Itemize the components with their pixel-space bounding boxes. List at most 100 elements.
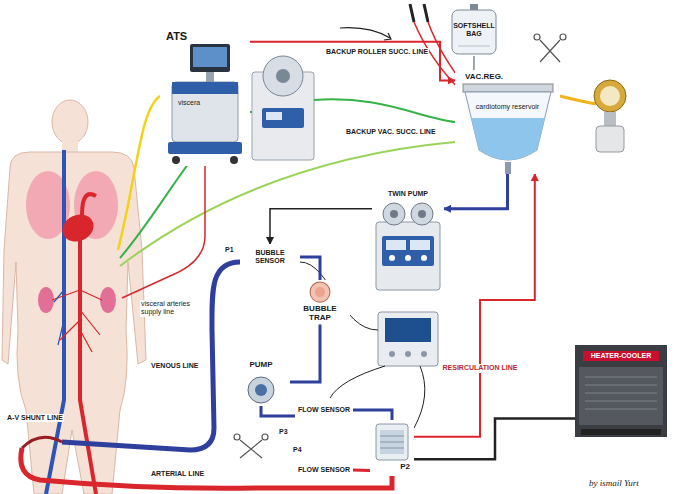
flow-arrow	[340, 28, 391, 40]
tube-connector	[353, 469, 370, 472]
node-text: HEATER-COOLER	[583, 351, 659, 361]
heater-cooler-outline	[585, 393, 657, 394]
tube-connector	[414, 419, 575, 460]
oxygenator: P2	[370, 420, 414, 476]
softshell-bag-outline	[458, 46, 490, 47]
forceps-symbol	[262, 434, 268, 440]
backup-roller-pump	[263, 56, 303, 96]
forceps-symbol	[240, 440, 262, 458]
twin-pump-outline	[405, 255, 411, 261]
controller-monitor	[378, 312, 438, 366]
patient-body	[52, 100, 88, 144]
softshell-bag-outline	[470, 4, 478, 10]
heater-cooler-outline	[585, 385, 657, 386]
twin-pump-outline	[411, 203, 433, 225]
twin-pump-outline	[418, 210, 426, 218]
flow-arrow	[384, 33, 391, 40]
node-text: cardiotomy reservoir	[457, 103, 558, 111]
line-label: BACKUP VAC. SUCC. LINE	[345, 128, 437, 136]
tube-connector	[250, 42, 455, 81]
ats-machine-outline	[168, 142, 242, 154]
node-text: ATS	[162, 30, 248, 43]
blood-lines	[122, 166, 205, 298]
twin-pump-outline	[421, 255, 427, 261]
suction-tips	[410, 4, 428, 22]
tube-connector	[270, 209, 372, 244]
pump-head-outline	[248, 377, 274, 403]
ats-machine-outline	[193, 47, 227, 67]
oxygenator-outline	[380, 448, 404, 449]
twin-pump-outline	[410, 240, 430, 250]
node-text: viscera	[162, 99, 248, 107]
bubble-trap-outline	[315, 287, 325, 297]
cardiotomy-reservoir-outline	[455, 70, 560, 174]
patient-body	[54, 290, 64, 345]
node-text: TWIN PUMP	[374, 190, 442, 198]
ats-machine: ATS viscera	[160, 28, 250, 166]
vacuum-regulator	[560, 80, 626, 152]
sensor-wires	[330, 366, 385, 398]
forceps-symbol	[540, 40, 560, 62]
tube-connector	[444, 174, 508, 209]
ats-machine-outline	[190, 44, 230, 72]
vacuum-regulator	[594, 80, 626, 112]
tube-connector	[473, 56, 475, 70]
patient-body	[52, 290, 102, 352]
signature: by ismail Yurt	[588, 478, 640, 489]
forceps-symbol	[234, 434, 240, 440]
heater-cooler: HEATER-COOLER	[575, 345, 667, 437]
line-label: A-V SHUNT LINE	[6, 414, 64, 422]
vacuum-regulator	[600, 86, 620, 106]
pump-head-outline	[255, 384, 267, 396]
softshell-bag-outline	[450, 4, 498, 56]
suction-tubes	[118, 96, 160, 250]
heater-cooler-outline	[585, 409, 657, 410]
ats-machine-outline	[172, 82, 238, 142]
bubble-trap-outline	[310, 282, 330, 302]
heater-cooler-outline	[585, 401, 657, 402]
tube-connector	[353, 410, 392, 420]
sensor-wires	[414, 366, 425, 428]
tube-connector	[300, 257, 320, 280]
blood-lines	[62, 262, 240, 450]
backup-roller-pump	[252, 56, 314, 160]
blood-lines	[21, 166, 392, 488]
softshell-bag-outline	[452, 10, 496, 54]
twin-pump-outline	[390, 210, 398, 218]
ats-machine-outline	[230, 156, 238, 164]
pump-head: PUMP	[232, 358, 290, 406]
vacuum-regulator	[596, 126, 624, 152]
heater-cooler-outline	[585, 377, 657, 378]
node-text: PUMP	[234, 360, 288, 369]
softshell-bag: SOFTSHELL BAG	[450, 4, 498, 56]
flow-sensor: FLOW SENSOR	[295, 398, 353, 422]
ats-machine-outline	[160, 28, 250, 166]
cardiotomy-reservoir-outline	[465, 92, 551, 160]
forceps-symbol	[560, 34, 566, 40]
cardiotomy-reservoir: VAC.REG. cardiotomy reservoir	[455, 70, 560, 174]
suction-tubes	[314, 99, 455, 122]
cardiotomy-reservoir-outline	[505, 162, 511, 174]
line-label: visceral arteries supply line	[140, 300, 204, 317]
oxygenator-outline	[380, 442, 404, 443]
bubble-trap: BUBBLE TRAP	[290, 280, 350, 324]
heater-cooler-outline	[579, 367, 663, 425]
cardiotomy-reservoir-outline	[471, 118, 545, 160]
backup-roller-pump	[262, 108, 304, 128]
heater-cooler-outline	[581, 429, 661, 435]
patient-body	[38, 287, 54, 313]
flow-arrow	[340, 28, 390, 38]
node-text: BUBBLE SENSOR	[242, 249, 298, 265]
edge-label: RESIRCULATION LINE	[442, 364, 519, 372]
ats-machine-outline	[172, 156, 180, 164]
backup-roller-pump	[266, 112, 282, 120]
node-text: VAC.REG.	[457, 72, 558, 81]
controller-monitor	[385, 318, 431, 342]
twin-pump: TWIN PUMP	[372, 188, 444, 292]
controller-monitor	[378, 312, 438, 366]
cardiotomy-reservoir-outline	[463, 84, 553, 92]
blood-lines	[21, 448, 392, 488]
oxygenator-outline	[376, 424, 408, 460]
line-label: P3	[278, 428, 289, 436]
node-text: BUBBLE TRAP	[292, 304, 348, 322]
